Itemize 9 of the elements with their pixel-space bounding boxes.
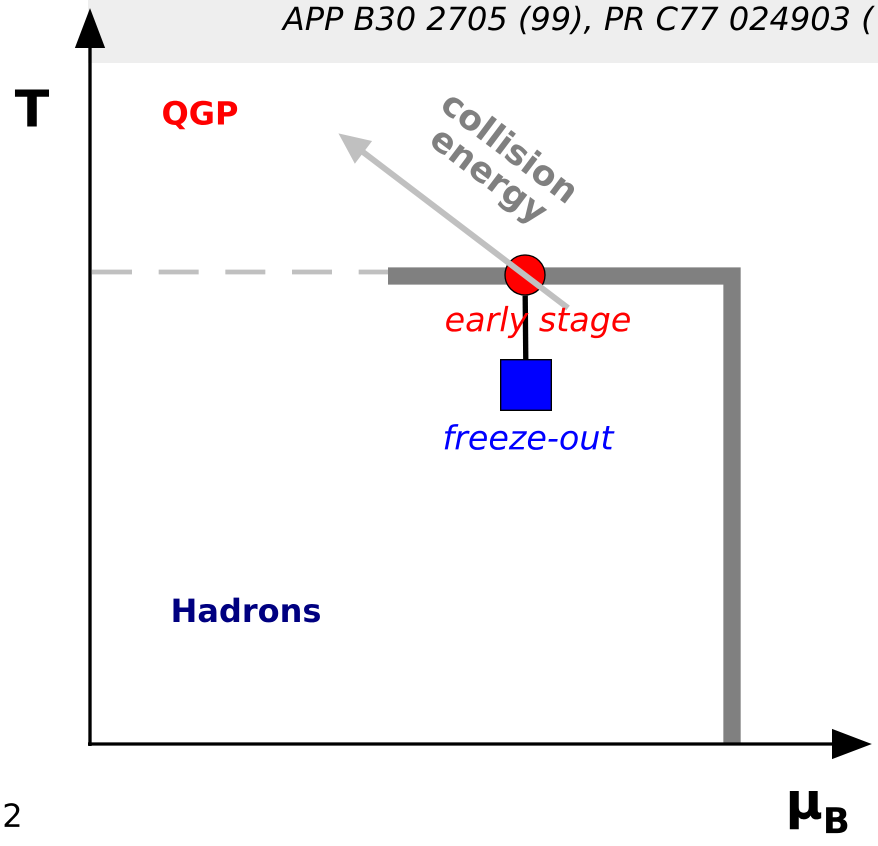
node-caption: freeze-out <box>444 424 615 450</box>
circle-marker <box>504 254 546 296</box>
square-marker <box>500 359 552 411</box>
page-number: 2 <box>4 803 20 827</box>
reference-text: APP B30 2705 (99), PR C77 024903 ( <box>281 6 875 34</box>
axis-label: T <box>14 90 50 126</box>
axis-label: μ$_{B}$ <box>790 790 848 834</box>
region-label: QGP <box>163 100 238 130</box>
region-label: Hadrons <box>174 598 320 622</box>
